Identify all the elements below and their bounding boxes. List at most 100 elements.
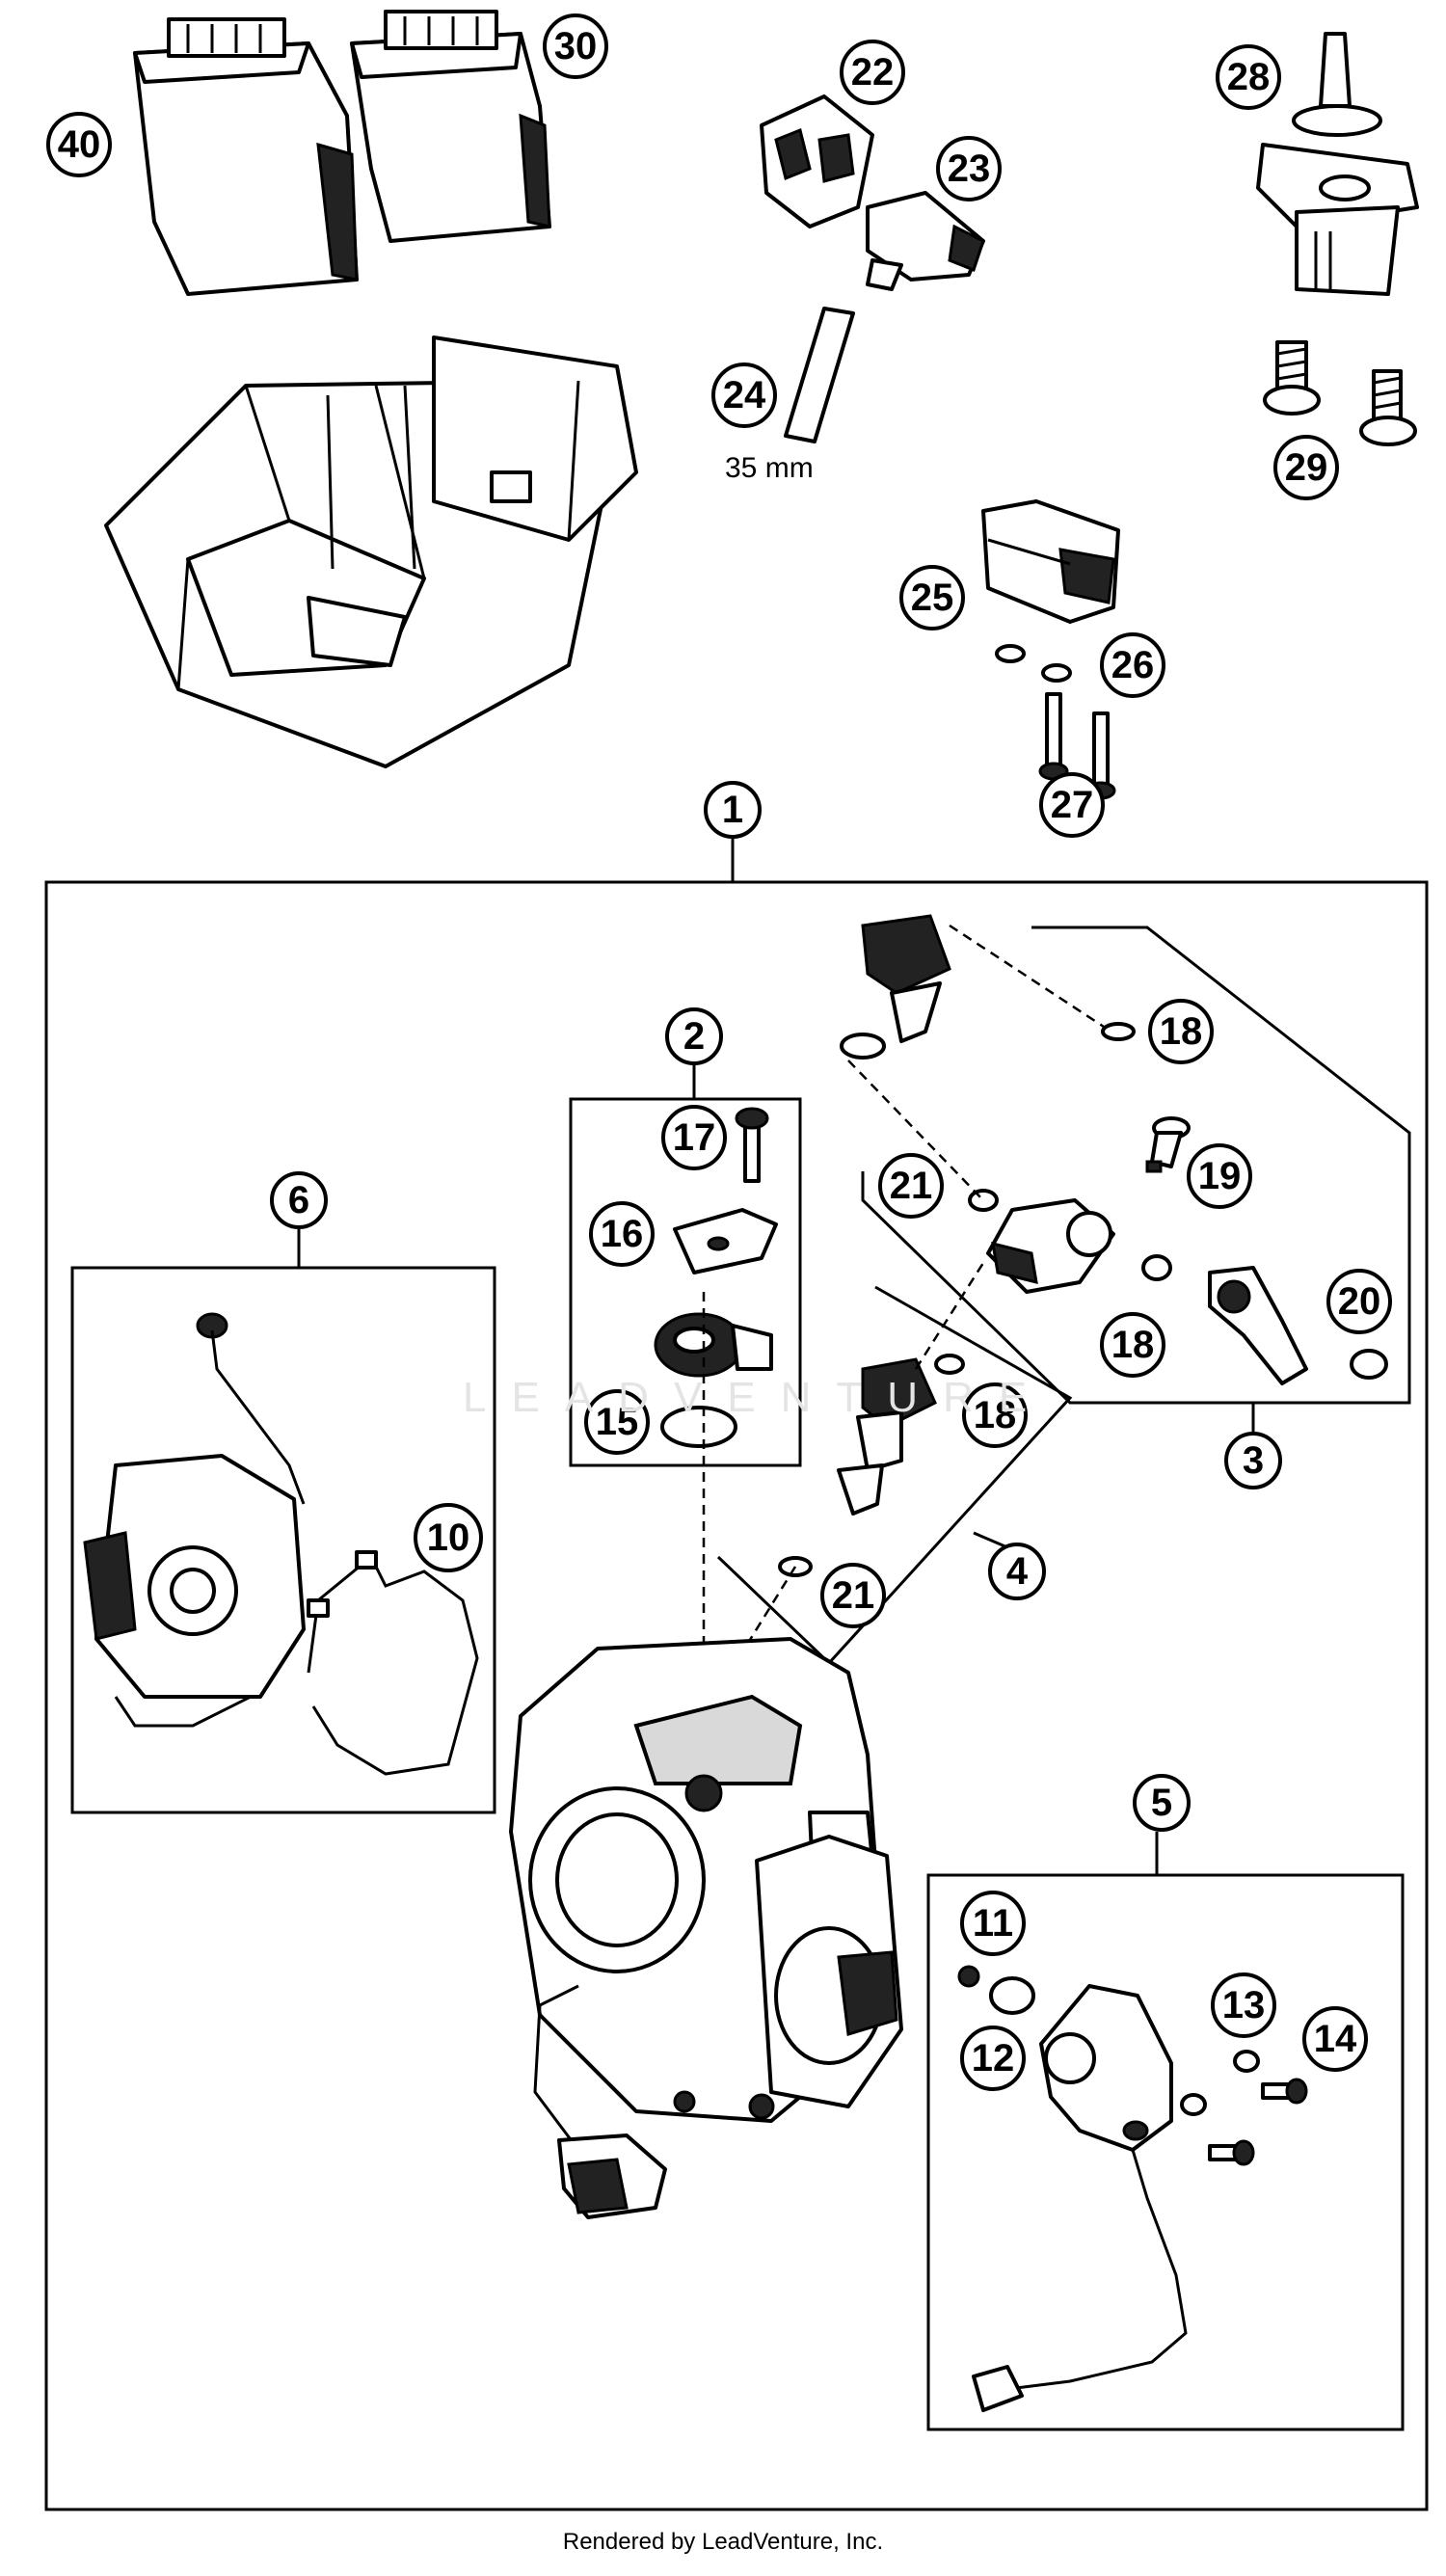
callout-21-top: 21 bbox=[878, 1153, 944, 1219]
sensor-part-20 bbox=[1208, 1266, 1388, 1385]
svg-text:18: 18 bbox=[1160, 1010, 1203, 1053]
washer-part-13 bbox=[1233, 2050, 1260, 2073]
hose-part-24 bbox=[784, 307, 855, 443]
screw-part-14 bbox=[1261, 2078, 1308, 2105]
svg-text:12: 12 bbox=[972, 2037, 1015, 2080]
oring-part-18b bbox=[1141, 1254, 1172, 1281]
callout-14: 14 bbox=[1302, 2006, 1368, 2072]
svg-text:4: 4 bbox=[1006, 1550, 1029, 1593]
nut-part-11 bbox=[957, 1965, 980, 1988]
callout-19: 19 bbox=[1187, 1143, 1252, 1209]
svg-text:22: 22 bbox=[851, 51, 895, 94]
svg-text:24: 24 bbox=[723, 374, 766, 416]
callout-18-top: 18 bbox=[1148, 999, 1214, 1064]
bolt-part-27a bbox=[1038, 692, 1069, 781]
svg-text:5: 5 bbox=[1151, 1782, 1172, 1824]
callout-29: 29 bbox=[1273, 435, 1339, 500]
callout-20: 20 bbox=[1326, 1269, 1392, 1334]
sensor-part-16 bbox=[654, 1312, 773, 1378]
svg-text:6: 6 bbox=[288, 1179, 309, 1221]
wire-harness-part-10 bbox=[307, 1550, 479, 1776]
svg-text:30: 30 bbox=[554, 25, 598, 67]
washer-part-26b bbox=[1041, 663, 1072, 683]
svg-text:13: 13 bbox=[1222, 1984, 1266, 2026]
svg-text:17: 17 bbox=[673, 1116, 716, 1159]
footer-credit: Rendered by LeadVenture, Inc. bbox=[562, 2529, 884, 2555]
watermark: LEADVENTURE bbox=[463, 1374, 1053, 1421]
svg-text:15: 15 bbox=[596, 1401, 639, 1443]
callout-4: 4 bbox=[988, 1543, 1046, 1600]
screw-part-29a bbox=[1263, 340, 1321, 416]
callout-18-lower: 18 bbox=[962, 1382, 1028, 1448]
svg-text:3: 3 bbox=[1243, 1439, 1264, 1482]
callout-5: 5 bbox=[1133, 1774, 1191, 1832]
callout-6: 6 bbox=[270, 1171, 328, 1229]
callout-11: 11 bbox=[960, 1891, 1026, 1956]
group-4-frame bbox=[716, 1285, 1073, 1666]
callout-15: 15 bbox=[584, 1389, 650, 1455]
callout-13: 13 bbox=[1211, 1972, 1276, 2038]
throttle-body bbox=[509, 1637, 903, 2219]
injector-part-3 bbox=[986, 1198, 1115, 1294]
group-2-frame bbox=[569, 1097, 802, 1467]
sensor-part-6 bbox=[83, 1312, 306, 1728]
throttle-body-assembly-frame bbox=[44, 880, 1429, 2511]
hose-length-label: 35 mm bbox=[725, 452, 814, 484]
bracket-part-16 bbox=[673, 1208, 778, 1275]
group-5-frame bbox=[926, 1873, 1405, 2431]
sensor-part-28 bbox=[1256, 32, 1419, 296]
svg-text:28: 28 bbox=[1227, 56, 1271, 98]
callout-21-lower: 21 bbox=[820, 1563, 886, 1628]
svg-text:10: 10 bbox=[427, 1516, 470, 1559]
svg-text:19: 19 bbox=[1198, 1155, 1242, 1197]
callout-25: 25 bbox=[899, 565, 965, 631]
screw-part-17 bbox=[735, 1107, 769, 1183]
ecu-unit-40 bbox=[133, 17, 359, 296]
svg-text:27: 27 bbox=[1051, 784, 1094, 826]
callout-30: 30 bbox=[543, 13, 608, 79]
washer-part-21a bbox=[968, 1189, 999, 1212]
callout-12: 12 bbox=[960, 2026, 1026, 2091]
svg-text:23: 23 bbox=[948, 148, 991, 190]
svg-text:16: 16 bbox=[601, 1213, 644, 1255]
callout-22: 22 bbox=[840, 40, 905, 105]
callout-23: 23 bbox=[936, 136, 1002, 201]
callout-3: 3 bbox=[1224, 1432, 1282, 1489]
svg-text:21: 21 bbox=[890, 1165, 933, 1207]
injector-part-4 bbox=[778, 1354, 965, 1577]
fitting-part-19 bbox=[1145, 1116, 1191, 1173]
callout-26: 26 bbox=[1100, 632, 1165, 698]
sensor-part-25 bbox=[981, 499, 1120, 624]
svg-text:21: 21 bbox=[832, 1574, 875, 1617]
callout-24: 24 bbox=[711, 362, 777, 428]
svg-text:2: 2 bbox=[683, 1015, 705, 1058]
screw-part-14b bbox=[1208, 2139, 1255, 2166]
svg-text:1: 1 bbox=[722, 789, 743, 831]
svg-text:18: 18 bbox=[1111, 1324, 1155, 1366]
svg-text:14: 14 bbox=[1314, 2018, 1357, 2060]
washer-part-26a bbox=[995, 644, 1026, 663]
sensor-part-5 bbox=[972, 1984, 1188, 2412]
svg-text:25: 25 bbox=[911, 577, 954, 619]
callout-2: 2 bbox=[665, 1007, 723, 1065]
svg-text:18: 18 bbox=[974, 1394, 1017, 1436]
screw-part-29b bbox=[1359, 369, 1417, 446]
ecu-holder-tray bbox=[104, 335, 638, 768]
callout-16: 16 bbox=[589, 1201, 655, 1267]
ecu-unit-30 bbox=[350, 10, 551, 243]
oring-part-15 bbox=[660, 1406, 737, 1448]
svg-text:26: 26 bbox=[1111, 644, 1155, 686]
oring-part-12 bbox=[989, 1976, 1035, 2015]
svg-text:40: 40 bbox=[58, 123, 101, 166]
washer-part-13b bbox=[1180, 2093, 1207, 2116]
sensor-part-22 bbox=[760, 94, 874, 228]
group-3-frame bbox=[861, 926, 1411, 1405]
callout-28: 28 bbox=[1216, 44, 1281, 110]
callout-18-middle: 18 bbox=[1100, 1312, 1165, 1378]
group-6-frame bbox=[70, 1266, 496, 1814]
callout-10: 10 bbox=[414, 1503, 483, 1572]
callout-17: 17 bbox=[661, 1105, 727, 1170]
callout-27: 27 bbox=[1039, 772, 1105, 838]
callout-40: 40 bbox=[46, 112, 112, 177]
